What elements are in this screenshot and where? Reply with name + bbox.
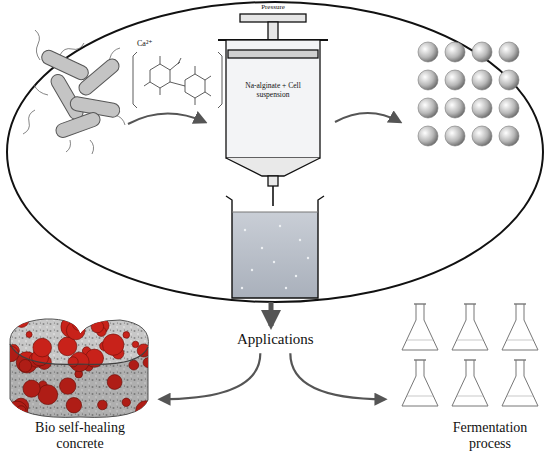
flasks (402, 304, 538, 406)
fermentation-label: Fermentation process (440, 420, 540, 452)
concrete-block (3, 313, 155, 423)
alginate-structure (133, 52, 222, 108)
connector-arrow (269, 302, 274, 326)
concrete-node: Bio self-healing concrete (3, 316, 157, 454)
pressure-label: Pressure (243, 3, 303, 11)
connector-arrow (160, 353, 260, 399)
applications-label: Applications (234, 328, 317, 351)
connector-arrow (290, 353, 385, 399)
process-arrow (128, 113, 205, 124)
syringe-node: PressureNa-alginate + Cell suspension (222, 2, 320, 302)
process-ellipse (7, 2, 543, 302)
syringe-content: Na-alginate + Cell suspension (242, 82, 304, 99)
beaker (226, 196, 324, 298)
alginate-beads (418, 42, 519, 146)
applications-node: Applications (234, 328, 317, 351)
concrete-label: Bio self-healing concrete (16, 420, 144, 452)
fermentation-node: Fermentation process (388, 300, 546, 454)
syringe (218, 14, 328, 206)
process-arrow (335, 113, 400, 122)
bacteria (23, 30, 125, 154)
ion-label: Ca²⁺ (137, 39, 153, 48)
